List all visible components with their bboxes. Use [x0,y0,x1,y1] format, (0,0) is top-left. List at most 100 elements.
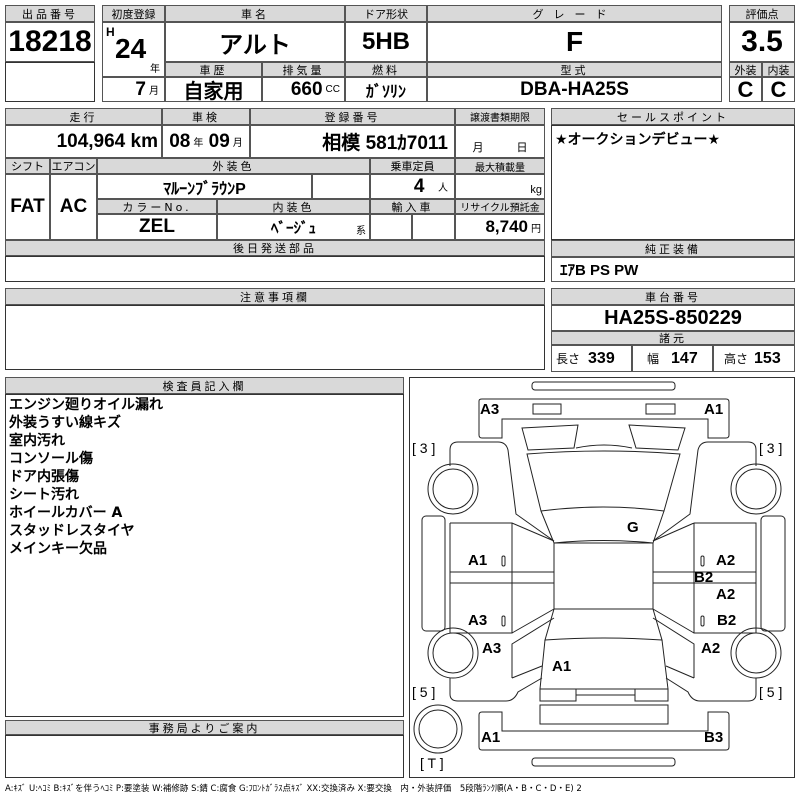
inspection-year-unit: 年 [193,138,204,149]
spare-tire-mark: [ T ] [420,755,444,771]
damage-mark: A3 [480,401,500,418]
height-value: 153 [754,349,781,367]
later-parts-content [5,256,545,282]
grade-label: グレード [427,5,722,22]
transfer-label: 譲渡書類期限 [455,108,545,125]
sales-point: ★オークションデビュー★ [551,125,795,240]
caution-content [5,305,545,370]
month-unit: 月 [149,86,159,97]
legend: A:ｷｽﾞ U:ﾍｺﾐ B:ｷｽﾞを伴うﾍｺﾐ P:要塗装 W:補修跡 S:錆 … [5,784,582,794]
damage-mark: A1 [552,658,572,675]
height-label: 高さ [724,352,749,366]
import-cell-2 [412,214,455,240]
damage-mark: G [627,519,639,536]
tire-mark: [ 3 ] [412,440,436,456]
width-value: 147 [671,349,698,367]
capacity: 4 人 [370,174,455,199]
score: 3.5 [729,22,795,62]
note-item: コンソール傷 [9,451,93,467]
capacity-label: 乗車定員 [370,158,455,174]
recycle-value: 8,740 [485,217,528,236]
lot-number: 18218 [5,22,95,62]
first-reg-year: H 24 年 [102,22,165,77]
max-load: kg [455,174,545,199]
damage-mark: B2 [694,569,714,586]
length-label: 長さ [556,352,581,366]
equipment-label: 純正装備 [551,240,795,257]
sales-point-label: セールスポイント [551,108,795,125]
car-name: アルト [165,22,345,62]
month: 7 [135,78,146,100]
tire-mark: [ 5 ] [759,684,783,700]
length-value: 339 [588,349,615,367]
mileage: 104,964 km [5,125,162,158]
mileage-unit: km [130,130,158,152]
note-item: ドア内張傷 [9,469,79,485]
inspector-notes: エンジン廻りオイル漏れ 外装うすい線キズ 室内汚れ コンソール傷 ドア内張傷 シ… [5,394,404,717]
note-item: エンジン廻りオイル漏れ [9,397,163,413]
fuel-label: 燃料 [345,62,427,77]
door-type: 5HB [345,22,427,62]
note-item: メインキー欠品 [9,541,107,557]
inspector-label: 検査員記入欄 [5,377,404,394]
tire-mark: [ 3 ] [759,440,783,456]
damage-mark: A1 [704,401,724,418]
capacity-value: 4 [413,175,425,197]
caution-label: 注意事項欄 [5,288,545,305]
grade: F [427,22,722,62]
int-score-label: 内装 [762,62,795,77]
ext-color-label: 外装色 [97,158,370,174]
int-color-label: 内装色 [217,199,370,214]
tire-mark: [ 5 ] [412,684,436,700]
damage-mark: A1 [468,552,488,569]
shift-label: シフト [5,158,50,174]
ext-color: ﾏﾙｰﾝﾌﾞﾗｳﾝP [97,174,312,199]
model-label: 型式 [427,62,722,77]
int-color-value: ﾍﾞｰｼﾞｭ [270,219,316,237]
inspection-month: 09 [208,130,230,152]
damage-mark: A2 [716,586,736,603]
plate: 相模 581ｶ7011 [250,125,455,158]
office-label: 事務局よりご案内 [5,720,404,735]
note-item: 室内汚れ [9,433,65,449]
inspection-year: 08 [169,130,191,152]
int-color: ﾍﾞｰｼﾞｭ 系 [217,214,370,240]
inspection-month-unit: 月 [232,138,243,149]
lot-blank [5,62,95,102]
note-item: スタッドレスタイヤ [9,523,135,539]
color-no: ZEL [97,214,217,240]
fuel: ｶﾞｿﾘﾝ [345,77,427,102]
transfer-day: 日 [516,142,528,154]
history-label: 車歴 [165,62,262,77]
era: H [106,25,115,39]
office-content [5,735,404,778]
shift: FAT [5,174,50,240]
note-item: 外装うすい線キズ [9,415,121,431]
ac-label: エアコン [50,158,97,174]
mileage-label: 走行 [5,108,162,125]
specs-label: 諸元 [551,331,795,345]
spec-length: 長さ 339 [551,345,632,372]
recycle-unit: 円 [531,223,541,235]
import-cell-1 [370,214,412,240]
int-score: C [762,77,795,102]
int-color-suffix: 系 [356,226,366,237]
ext-color-extra [312,174,370,199]
spec-height: 高さ 153 [713,345,795,372]
score-label: 評価点 [729,5,795,22]
displacement-value: 660 [290,78,323,100]
damage-mark: B2 [717,612,737,629]
displacement-label: 排気量 [262,62,345,77]
color-no-label: カラーNo. [97,199,217,214]
damage-mark: A3 [468,612,488,629]
max-load-label: 最大積載量 [455,158,545,174]
car-name-label: 車名 [165,5,345,22]
damage-mark: A2 [716,552,736,569]
damage-mark: A3 [482,640,502,657]
mileage-value: 104,964 [56,130,126,152]
import-label: 輸入車 [370,199,455,214]
history: 自家用 [165,77,262,102]
